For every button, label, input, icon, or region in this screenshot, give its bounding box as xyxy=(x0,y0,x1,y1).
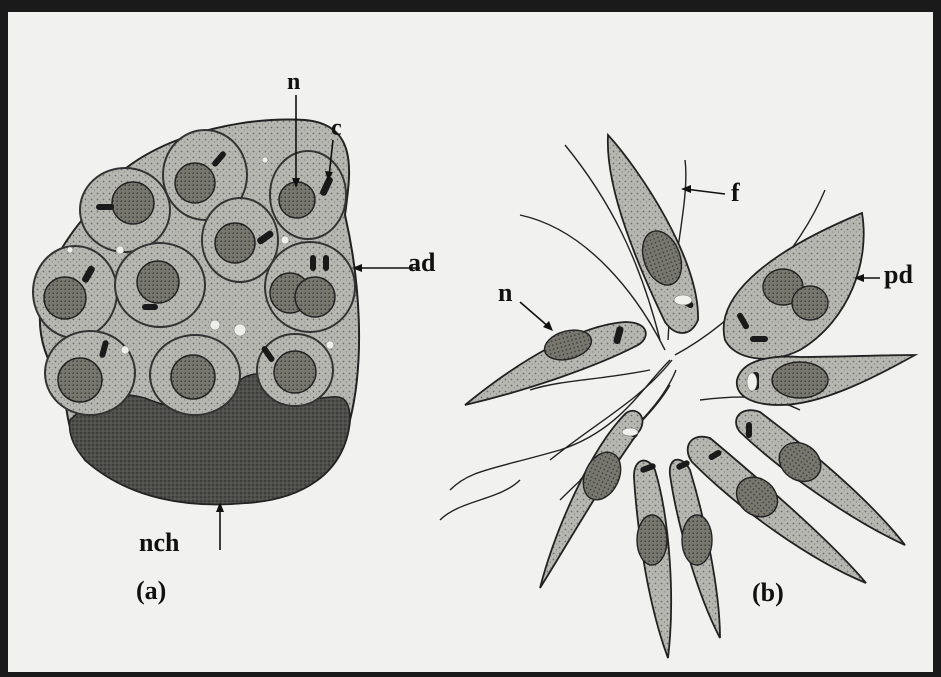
infected-host-cell xyxy=(33,95,420,550)
nucleus xyxy=(792,286,828,320)
label-c: c xyxy=(331,116,342,140)
nucleus xyxy=(279,182,315,218)
kinetoplast xyxy=(746,422,752,438)
nucleus xyxy=(274,351,316,393)
nucleus xyxy=(175,163,215,203)
nucleus xyxy=(772,362,828,398)
label-nch: nch xyxy=(139,530,179,556)
label-f: f xyxy=(731,180,740,206)
nucleus xyxy=(295,277,335,317)
nucleus xyxy=(682,515,712,565)
kinetoplast xyxy=(142,304,158,310)
nucleus xyxy=(137,261,179,303)
kinetoplast xyxy=(310,255,316,271)
kinetoplast xyxy=(323,255,329,271)
nucleus xyxy=(112,182,154,224)
nucleus xyxy=(171,355,215,399)
nucleus xyxy=(215,223,255,263)
promastigote xyxy=(540,411,642,588)
nucleus xyxy=(637,515,667,565)
label-panel-a: (a) xyxy=(136,578,166,604)
label-n-b: n xyxy=(498,280,512,306)
nucleus xyxy=(44,277,86,319)
kinetoplast xyxy=(750,336,768,342)
promastigote xyxy=(736,410,905,545)
promastigote-rosette xyxy=(440,135,915,658)
label-pd: pd xyxy=(884,262,913,288)
pointer-n-b xyxy=(520,302,550,328)
label-ad: ad xyxy=(408,250,435,276)
nucleus xyxy=(58,358,102,402)
kinetoplast xyxy=(96,204,114,210)
label-n-a: n xyxy=(287,70,300,94)
label-panel-b: (b) xyxy=(752,580,784,606)
